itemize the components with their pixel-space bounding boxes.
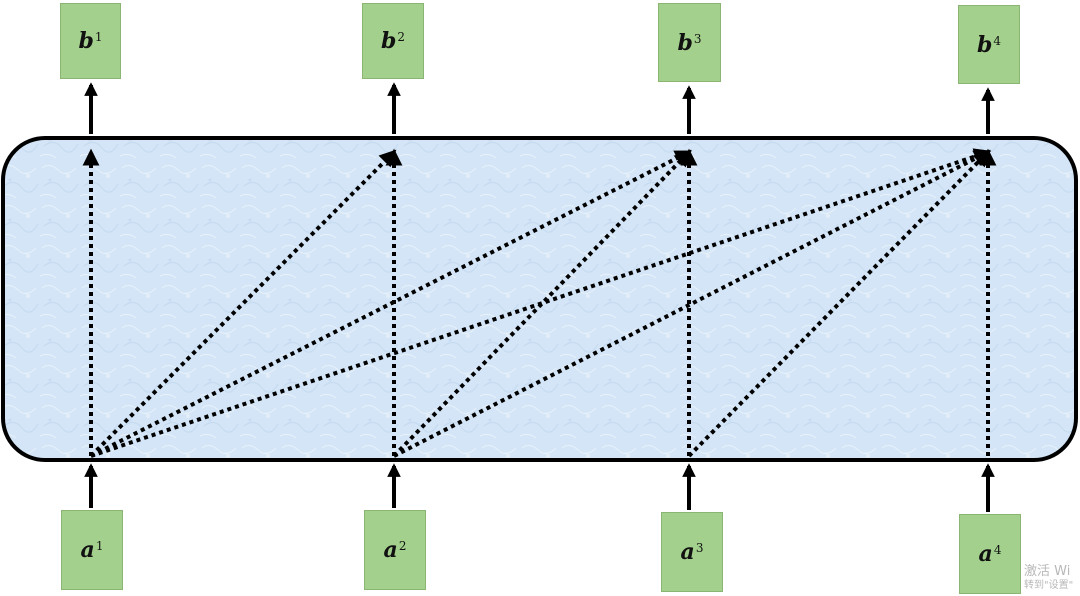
output-symbol: b <box>677 29 693 56</box>
input-index: 1 <box>95 539 104 553</box>
input-symbol: a <box>680 539 695 565</box>
output-symbol: b <box>976 31 993 58</box>
input-symbol: a <box>80 537 95 563</box>
input-symbol: a <box>383 537 398 563</box>
output-index: 1 <box>94 30 103 44</box>
watermark-line-2: 转到"设置" <box>1024 580 1074 591</box>
attention-arrow-a3-to-b4 <box>687 149 991 458</box>
io-arrows <box>84 82 995 512</box>
output-index: 3 <box>693 31 702 46</box>
attention-arrow-a2-to-b3 <box>392 149 692 458</box>
output-symbol: b <box>78 28 94 54</box>
attention-layer-box <box>1 136 1078 462</box>
input-index: 2 <box>398 539 407 553</box>
watermark-line-1: 激活 Wi <box>1024 564 1071 579</box>
input-symbol: a <box>978 541 993 567</box>
output-index: 2 <box>397 30 406 44</box>
output-index: 4 <box>993 33 1002 48</box>
input-index: 4 <box>993 543 1002 557</box>
windows-activation-watermark: 激活 Wi 转到"设置" <box>1024 564 1080 592</box>
attention-connections <box>82 148 997 458</box>
input-index: 3 <box>695 541 704 555</box>
output-symbol: b <box>380 28 397 54</box>
